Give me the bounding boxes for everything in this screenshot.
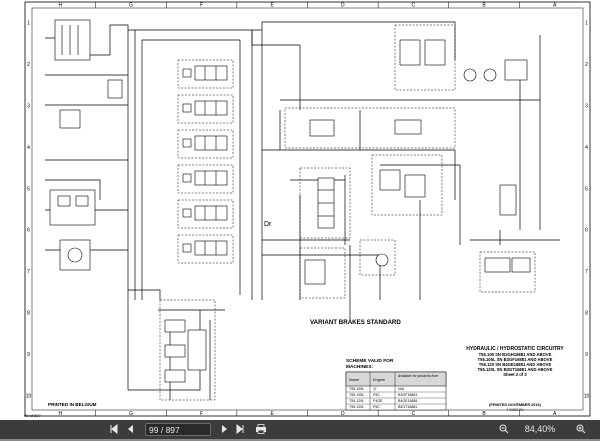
border-letter-c: C — [412, 3, 416, 9]
scheme-cell: B4GE16881 — [398, 399, 418, 403]
scheme-cell: B3GF16881 — [398, 393, 417, 397]
border-number-6: 6 — [27, 228, 30, 234]
border-number-8: 8 — [27, 311, 30, 317]
title-block: HYDRAULIC / HYDROSTATIC CIRCUITRY T55.10… — [466, 346, 564, 412]
scheme-header-engine: Engine — [373, 378, 385, 382]
zoom-in-icon[interactable] — [575, 420, 587, 439]
scheme-cell: T55.105L — [349, 387, 364, 391]
border-labels: H H G G F F E E D D C C B B A A 1 1 2 2 3 3 4 4 5 5 6 6 7 7 8 8 9 9 10 10 — [26, 3, 590, 418]
scheme-cell: T55.120L — [349, 405, 364, 409]
scheme-rows: T55.105L Ⓐ N/A T55.105L F5C B3GF16881T55.120L… — [349, 386, 418, 409]
valve-stack — [182, 65, 228, 256]
last-page-icon[interactable] — [234, 420, 246, 439]
border-number-2: 2 — [27, 62, 30, 68]
border-letter-a: A — [553, 411, 557, 417]
scheme-cell: F4GE — [373, 399, 383, 403]
border-number-4: 4 — [27, 145, 30, 151]
viewer-toolbar: 99 / 897 84,40% — [0, 420, 600, 439]
title-line-6: Sheet 2 of 3 — [503, 372, 527, 377]
border-letter-a: A — [553, 3, 557, 9]
border-number-4: 4 — [585, 145, 588, 151]
next-page-icon[interactable] — [218, 420, 230, 439]
scheme-cell: F5C — [373, 393, 380, 397]
page-total: / 897 — [160, 425, 180, 435]
scheme-cell: N/A — [398, 387, 405, 391]
border-letter-c: C — [412, 411, 416, 417]
title-line-3: T55.105L SN B3GF16881 AND ABOVE — [478, 357, 553, 362]
scheme-title-2: MACHINES: — [346, 364, 374, 370]
border-letter-d: D — [341, 411, 345, 417]
scheme-table: SCHEME VALID FOR MACHINES: Name Engine A… — [345, 358, 447, 411]
scheme-cell: Ⓐ — [373, 386, 377, 391]
border-letter-b: B — [482, 411, 486, 417]
component-marker: Dr — [264, 221, 272, 228]
scheme-cell: F5C — [373, 405, 380, 409]
border-number-9: 9 — [585, 352, 588, 358]
title-printed: (PRINTED NOVEMBER 2016) — [489, 403, 541, 407]
scheme-cell: T55.105L — [349, 393, 364, 397]
border-number-1: 1 — [585, 21, 588, 27]
border-number-3: 3 — [27, 104, 30, 110]
border-number-8: 8 — [585, 311, 588, 317]
title-line-1: HYDRAULIC / HYDROSTATIC CIRCUITRY — [466, 346, 564, 352]
scheme-header-available: Available for products from — [397, 374, 438, 378]
border-letter-g: G — [129, 411, 133, 417]
scheme-cell: T55.120L — [349, 399, 364, 403]
scheme-cell: B4GT16881 — [398, 405, 417, 409]
prev-page-icon[interactable] — [125, 420, 137, 439]
border-number-5: 5 — [27, 186, 30, 192]
border-number-3: 3 — [585, 104, 588, 110]
page-input[interactable]: 99 / 897 — [145, 423, 211, 436]
schematic-sheet: H H G G F F E E D D C C B B A A 1 1 2 2 3 3 4 4 5 5 6 6 7 7 8 8 9 9 10 10 — [0, 0, 600, 420]
variant-label: VARIANT BRAKES STANDARD — [310, 319, 401, 326]
hydraulic-lines — [45, 21, 560, 400]
border-number-2: 2 — [585, 62, 588, 68]
border-letter-b: B — [482, 3, 486, 9]
print-icon[interactable] — [254, 420, 268, 439]
page-current: 99 — [149, 425, 159, 435]
border-letter-h: H — [59, 411, 63, 417]
border-letter-e: E — [271, 3, 275, 9]
zoom-out-icon[interactable] — [498, 420, 510, 439]
border-ticks — [95, 2, 520, 416]
components — [49, 19, 531, 383]
border-number-10: 10 — [26, 393, 32, 399]
dashed-enclosures — [159, 24, 536, 401]
border-number-10: 10 — [584, 393, 590, 399]
border-letter-f: F — [200, 411, 203, 417]
border-letter-f: F — [200, 3, 203, 9]
border-number-6: 6 — [585, 228, 588, 234]
border-letter-g: G — [129, 3, 133, 9]
border-number-7: 7 — [27, 269, 30, 275]
first-page-icon[interactable] — [108, 420, 120, 439]
title-line-5: T55.120L SN B3GT16881 AND ABOVE — [478, 367, 553, 372]
border-number-1: 1 — [27, 21, 30, 27]
title-line-2: T55.105 SN B3GH16881 AND ABOVE — [479, 352, 552, 357]
printed-label: PRINTED IN BELGIUM — [48, 402, 97, 407]
scheme-title-1: SCHEME VALID FOR — [346, 358, 394, 364]
border-letter-e: E — [271, 411, 275, 417]
border-number-9: 9 — [27, 352, 30, 358]
title-line-4: T55.120 SN B4GE16881 AND ABOVE — [479, 362, 552, 367]
hydraulic-schematic: H H G G F F E E D D C C B B A A 1 1 2 2 3 3 4 4 5 5 6 6 7 7 8 8 9 9 10 10 — [24, 1, 591, 418]
border-number-7: 7 — [585, 269, 588, 275]
zoom-level[interactable]: 84,40% — [524, 424, 556, 434]
border-letter-d: D — [341, 3, 345, 9]
border-letter-h: H — [59, 3, 63, 9]
page-ref: 99 of 897 — [24, 413, 41, 418]
scheme-header-name: Name — [349, 378, 359, 382]
title-doc-number: 7-00000 EN — [506, 408, 524, 412]
border-number-5: 5 — [585, 186, 588, 192]
